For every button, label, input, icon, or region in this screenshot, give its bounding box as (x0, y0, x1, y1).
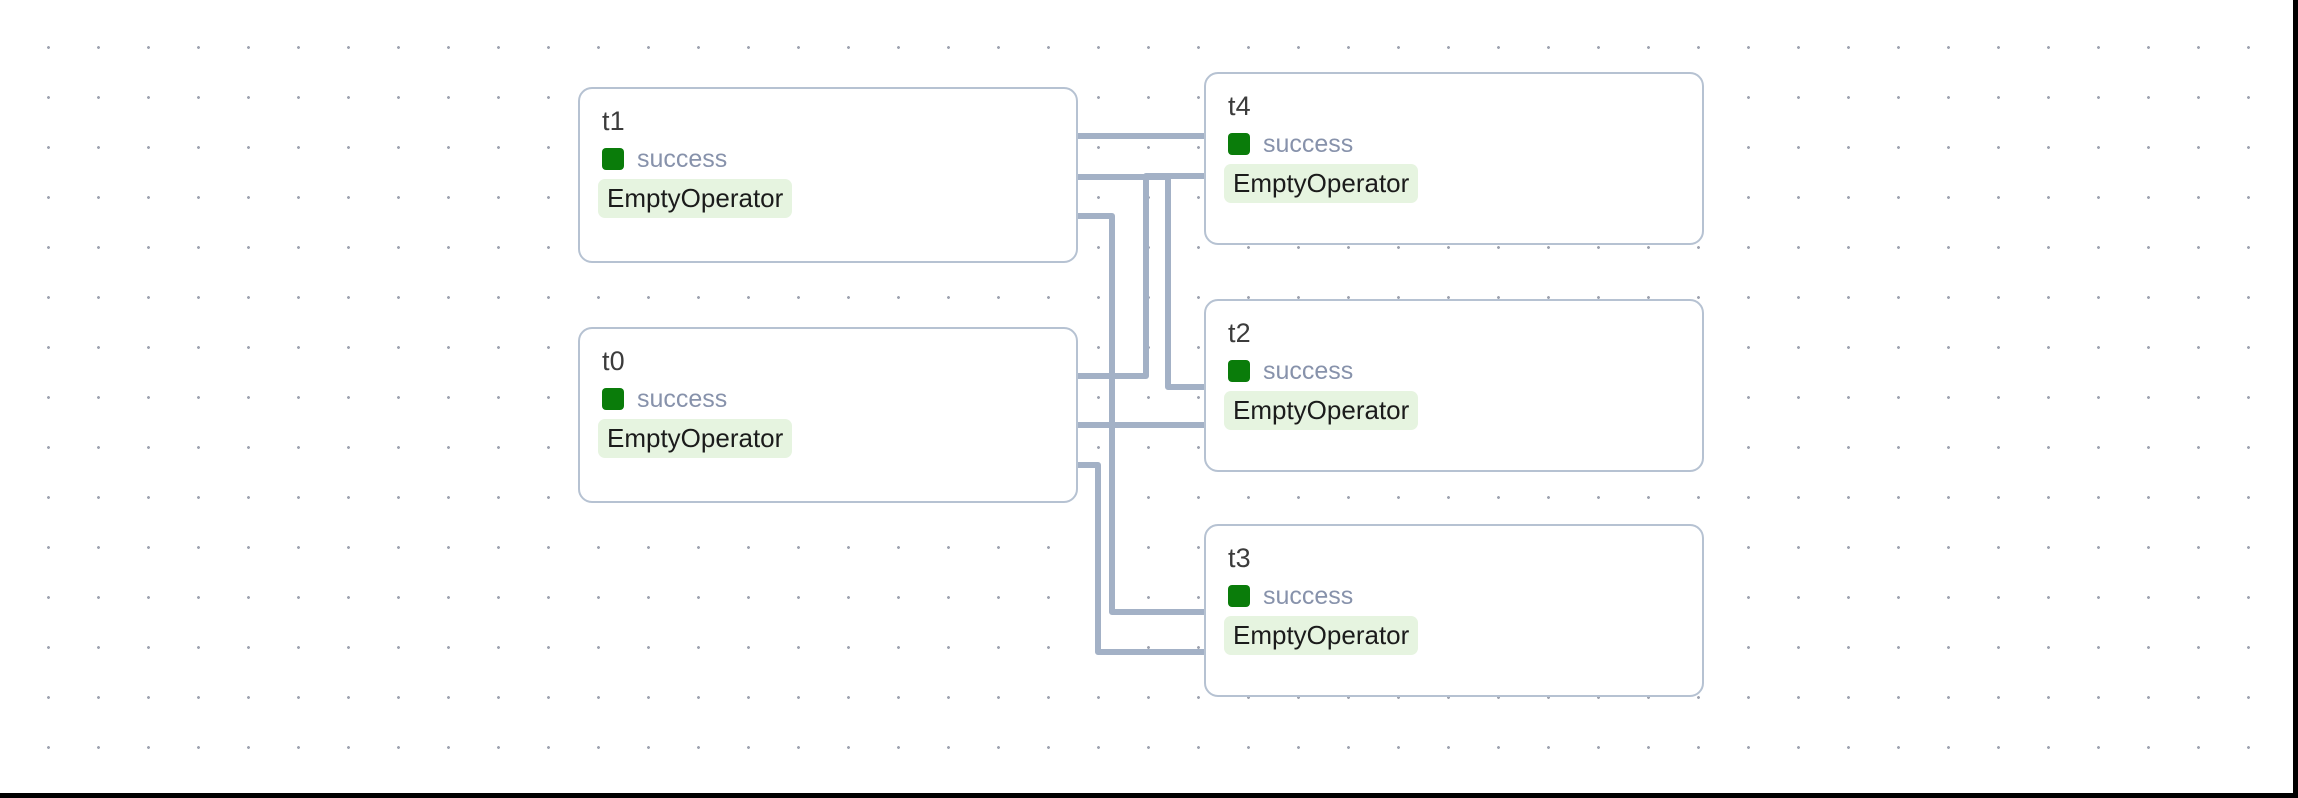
task-node-title: t2 (1228, 318, 1251, 348)
task-status-row: success (1228, 580, 1682, 612)
operator-chip-wrap: EmptyOperator (1224, 616, 1682, 655)
task-status-row: success (1228, 355, 1682, 387)
task-node-title: t1 (602, 106, 625, 136)
task-node-title: t4 (1228, 91, 1251, 121)
task-status-row: success (602, 143, 1056, 175)
status-square-icon (1228, 360, 1250, 382)
operator-chip-wrap: EmptyOperator (598, 179, 1056, 218)
task-node-title: t0 (602, 346, 625, 376)
task-status-label: success (1263, 357, 1354, 385)
status-square-icon (602, 388, 624, 410)
task-status-label: success (637, 385, 728, 413)
status-square-icon (1228, 585, 1250, 607)
operator-chip-wrap: EmptyOperator (598, 419, 1056, 458)
operator-chip: EmptyOperator (1224, 164, 1419, 203)
status-square-icon (1228, 133, 1250, 155)
task-status-label: success (1263, 582, 1354, 610)
operator-chip-wrap: EmptyOperator (1224, 391, 1682, 430)
task-status-label: success (637, 145, 728, 173)
operator-chip-wrap: EmptyOperator (1224, 164, 1682, 203)
operator-chip: EmptyOperator (1224, 391, 1419, 430)
task-status-row: success (602, 383, 1056, 415)
task-status-label: success (1263, 130, 1354, 158)
operator-chip: EmptyOperator (1224, 616, 1419, 655)
operator-chip: EmptyOperator (598, 419, 793, 458)
task-status-row: success (1228, 128, 1682, 160)
operator-chip: EmptyOperator (598, 179, 793, 218)
task-node-title: t3 (1228, 543, 1251, 573)
status-square-icon (602, 148, 624, 170)
